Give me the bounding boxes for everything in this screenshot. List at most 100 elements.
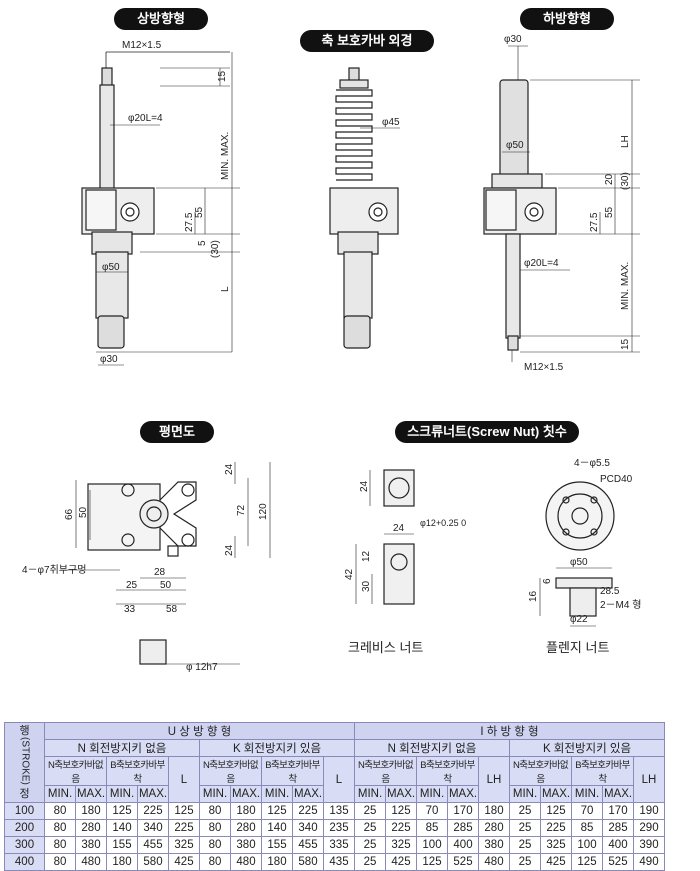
table-cell: 125 <box>416 853 448 871</box>
table-cell: 125 <box>385 802 417 820</box>
table-cell: 225 <box>292 802 324 820</box>
stroke-cell: 400 <box>4 853 45 871</box>
table-cell: 25 <box>509 819 541 837</box>
table-cell: 180 <box>106 853 138 871</box>
plan-holes: 4－φ7취부구멍 <box>22 564 86 576</box>
table-cell: 85 <box>571 819 603 837</box>
clevis-label: 크레비스 너트 <box>348 640 423 655</box>
upper-d55: 55 <box>194 206 205 218</box>
plan-d24a: 24 <box>224 463 235 475</box>
table-cell: 180 <box>478 802 510 820</box>
flange-phi22: φ22 <box>570 614 588 625</box>
table-cell: 155 <box>261 836 293 854</box>
lower-d30p: (30) <box>620 172 631 190</box>
table-cell: 580 <box>137 853 169 871</box>
lower-d20: 20 <box>604 173 615 185</box>
table-cell: 435 <box>323 853 355 871</box>
table-cell: 25 <box>354 836 386 854</box>
table-cell: 80 <box>199 853 231 871</box>
upper-m12: M12×1.5 <box>122 40 162 51</box>
title-screwnut: 스크류너트(Screw Nut) 칫수 <box>395 421 579 443</box>
table-cell: 170 <box>602 802 634 820</box>
table-cell: 100 <box>416 836 448 854</box>
table-cell: 25 <box>354 819 386 837</box>
table-cell: 180 <box>75 802 107 820</box>
clevis-d24a: 24 <box>359 480 370 492</box>
table-cell: 85 <box>416 819 448 837</box>
clevis-nut-drawing <box>355 469 415 605</box>
table-cell: 455 <box>292 836 324 854</box>
u-group-header: U 상 방 향 형 <box>44 722 355 740</box>
clevis-tol: φ12+0.25 0 <box>420 518 466 528</box>
table-cell: 490 <box>633 853 665 871</box>
clevis-d30: 30 <box>361 580 372 592</box>
col-min: MIN. <box>416 785 448 803</box>
flange-holes: 4－φ5.5 <box>574 458 610 469</box>
upper-d30p: (30) <box>210 240 221 258</box>
table-cell: 325 <box>385 836 417 854</box>
table-cell: 280 <box>75 819 107 837</box>
table-cell: 225 <box>540 819 572 837</box>
plan-d24b: 24 <box>224 544 235 556</box>
row-header-top: 행 <box>19 725 30 738</box>
i-k-cover: B축보호카바부착 <box>571 756 634 786</box>
u-n-nocover: N축보호카바없음 <box>44 756 107 786</box>
col-max: MAX. <box>137 785 169 803</box>
table-cell: 380 <box>478 836 510 854</box>
table-cell: 400 <box>447 836 479 854</box>
col-min: MIN. <box>199 785 231 803</box>
flange-nut-drawing <box>539 481 615 627</box>
table-cell: 290 <box>633 819 665 837</box>
col-max: MAX. <box>292 785 324 803</box>
col-max: MAX. <box>447 785 479 803</box>
stroke-cell: 100 <box>4 802 45 820</box>
cover-phi45: φ45 <box>382 117 400 128</box>
stroke-cell: 200 <box>4 819 45 837</box>
upper-L: L <box>220 286 231 292</box>
table-cell: 25 <box>509 802 541 820</box>
i-n-cover: B축보호카바부착 <box>416 756 479 786</box>
table-cell: 380 <box>230 836 262 854</box>
table-cell: 190 <box>633 802 665 820</box>
col-min: MIN. <box>106 785 138 803</box>
table-cell: 525 <box>447 853 479 871</box>
table-cell: 80 <box>44 836 76 854</box>
table-cell: 125 <box>106 802 138 820</box>
table-cell: 425 <box>385 853 417 871</box>
col-max: MAX. <box>75 785 107 803</box>
lower-d275: 27.5 <box>589 212 600 232</box>
table-cell: 25 <box>509 836 541 854</box>
title-upper: 상방향형 <box>114 8 208 30</box>
i-k-key: K 회전방지키 있음 <box>509 739 665 757</box>
col-min: MIN. <box>354 785 386 803</box>
flange-d16: 16 <box>528 590 539 602</box>
table-cell: 335 <box>323 836 355 854</box>
i-n-nocover: N축보호카바없음 <box>354 756 417 786</box>
table-cell: 280 <box>478 819 510 837</box>
upper-phi30: φ30 <box>100 354 118 365</box>
col-min: MIN. <box>261 785 293 803</box>
table-cell: 480 <box>75 853 107 871</box>
plan-view-drawing <box>60 462 271 665</box>
col-max: MAX. <box>230 785 262 803</box>
table-cell: 400 <box>602 836 634 854</box>
row-header: 행 (STROKE) 정 <box>4 722 45 803</box>
title-cover: 축 보호카바 외경 <box>300 30 434 52</box>
table-cell: 225 <box>137 802 169 820</box>
flange-m4: 2－M4 형 <box>600 599 641 611</box>
col-max: MAX. <box>602 785 634 803</box>
col-min: MIN. <box>44 785 76 803</box>
upper-type-drawing <box>81 51 240 366</box>
table-cell: 25 <box>354 802 386 820</box>
u-n-key: N 회전방지키 없음 <box>44 739 200 757</box>
table-cell: 25 <box>354 853 386 871</box>
table-cell: 80 <box>44 853 76 871</box>
clevis-d12: 12 <box>361 550 372 562</box>
stroke-cell: 300 <box>4 836 45 854</box>
table-cell: 455 <box>137 836 169 854</box>
i-n-LH: LH <box>478 756 510 803</box>
plan-d50b: 50 <box>160 580 172 591</box>
